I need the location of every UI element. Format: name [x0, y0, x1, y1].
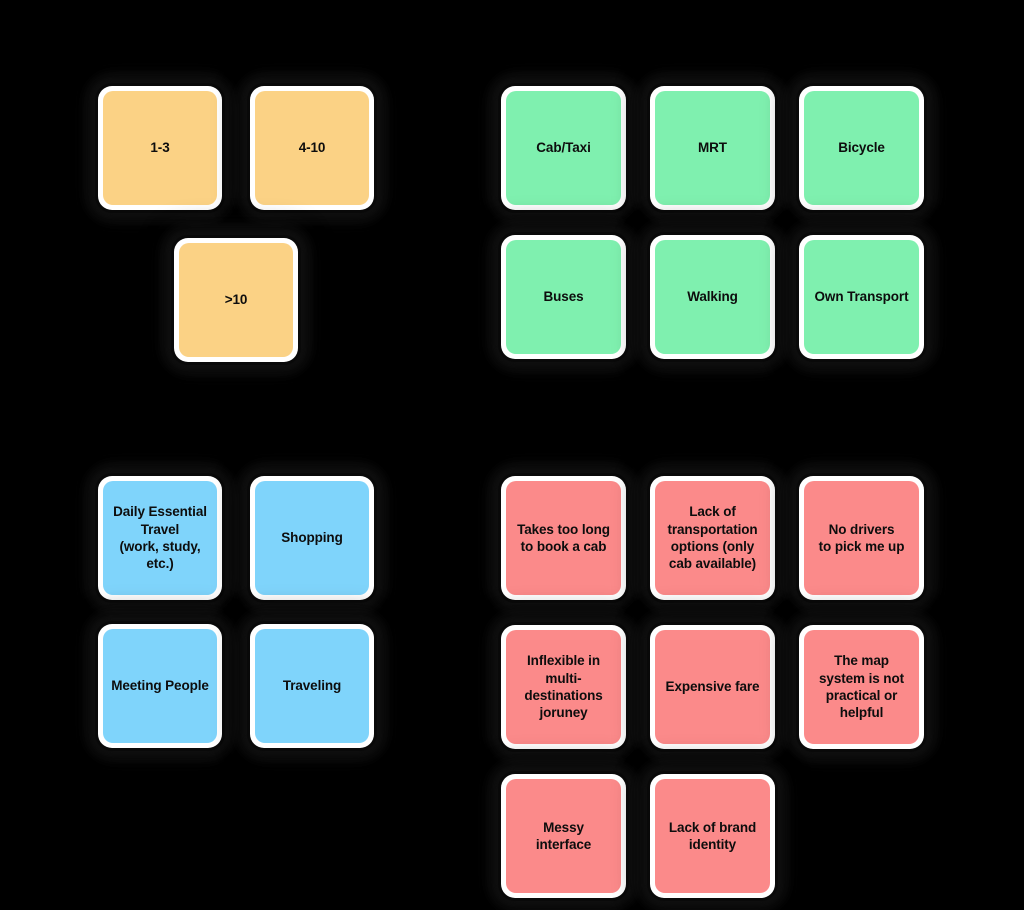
sticky-card-label: Inflexible in multi- destinations jorune…	[506, 630, 621, 744]
sticky-card-label: Shopping	[255, 481, 369, 595]
group-transport-modes: Cab/Taxi MRT Bicycle Buses Walking Own T…	[501, 86, 924, 359]
sticky-card[interactable]: The map system is not practical or helpf…	[799, 625, 924, 749]
group-row: Messy interface Lack of brand identity	[501, 774, 924, 898]
sticky-card-label: MRT	[655, 91, 770, 205]
sticky-card[interactable]: Inflexible in multi- destinations jorune…	[501, 625, 626, 749]
group-row: >10	[98, 238, 374, 362]
sticky-card-label: Takes too long to book a cab	[506, 481, 621, 595]
sticky-card[interactable]: Lack of brand identity	[650, 774, 775, 898]
group-row: Takes too long to book a cab Lack of tra…	[501, 476, 924, 600]
group-trips-per-week: 1-3 4-10 >10	[98, 86, 374, 362]
sticky-card[interactable]: MRT	[650, 86, 775, 210]
group-row: Inflexible in multi- destinations jorune…	[501, 625, 924, 749]
group-travel-purposes: Daily Essential Travel (work, study, etc…	[98, 476, 374, 748]
sticky-card-label: Own Transport	[804, 240, 919, 354]
sticky-card[interactable]: Walking	[650, 235, 775, 359]
sticky-card-label: Meeting People	[103, 629, 217, 743]
group-row: Daily Essential Travel (work, study, etc…	[98, 476, 374, 600]
group-row: Cab/Taxi MRT Bicycle	[501, 86, 924, 210]
sticky-card[interactable]: Lack of transportation options (only cab…	[650, 476, 775, 600]
sticky-card-label: Walking	[655, 240, 770, 354]
sticky-card-label: Cab/Taxi	[506, 91, 621, 205]
group-row: Meeting People Traveling	[98, 624, 374, 748]
group-pain-points: Takes too long to book a cab Lack of tra…	[501, 476, 924, 898]
sticky-card[interactable]: Meeting People	[98, 624, 222, 748]
sticky-card-label: Buses	[506, 240, 621, 354]
sticky-card[interactable]: Own Transport	[799, 235, 924, 359]
sticky-card-label: No drivers to pick me up	[804, 481, 919, 595]
sticky-card[interactable]: Takes too long to book a cab	[501, 476, 626, 600]
sticky-card[interactable]: Expensive fare	[650, 625, 775, 749]
sticky-card[interactable]: Shopping	[250, 476, 374, 600]
group-row: Buses Walking Own Transport	[501, 235, 924, 359]
sticky-card-label: Messy interface	[506, 779, 621, 893]
sticky-card-label: Lack of transportation options (only cab…	[655, 481, 770, 595]
sticky-card[interactable]: No drivers to pick me up	[799, 476, 924, 600]
sticky-card-label: Daily Essential Travel (work, study, etc…	[103, 481, 217, 595]
sticky-card[interactable]: 1-3	[98, 86, 222, 210]
sticky-card-label: Expensive fare	[655, 630, 770, 744]
sticky-card-label: Lack of brand identity	[655, 779, 770, 893]
sticky-card[interactable]: Daily Essential Travel (work, study, etc…	[98, 476, 222, 600]
sticky-card[interactable]: 4-10	[250, 86, 374, 210]
sticky-card-label: Bicycle	[804, 91, 919, 205]
sticky-card-label: >10	[179, 243, 293, 357]
sticky-card-label: 1-3	[103, 91, 217, 205]
sticky-card[interactable]: Traveling	[250, 624, 374, 748]
sticky-card-label: Traveling	[255, 629, 369, 743]
sticky-card[interactable]: Buses	[501, 235, 626, 359]
group-row: 1-3 4-10	[98, 86, 374, 210]
sticky-card[interactable]: >10	[174, 238, 298, 362]
sticky-card-label: 4-10	[255, 91, 369, 205]
sticky-card[interactable]: Cab/Taxi	[501, 86, 626, 210]
sticky-card-label: The map system is not practical or helpf…	[804, 630, 919, 744]
sticky-card[interactable]: Bicycle	[799, 86, 924, 210]
sticky-card[interactable]: Messy interface	[501, 774, 626, 898]
